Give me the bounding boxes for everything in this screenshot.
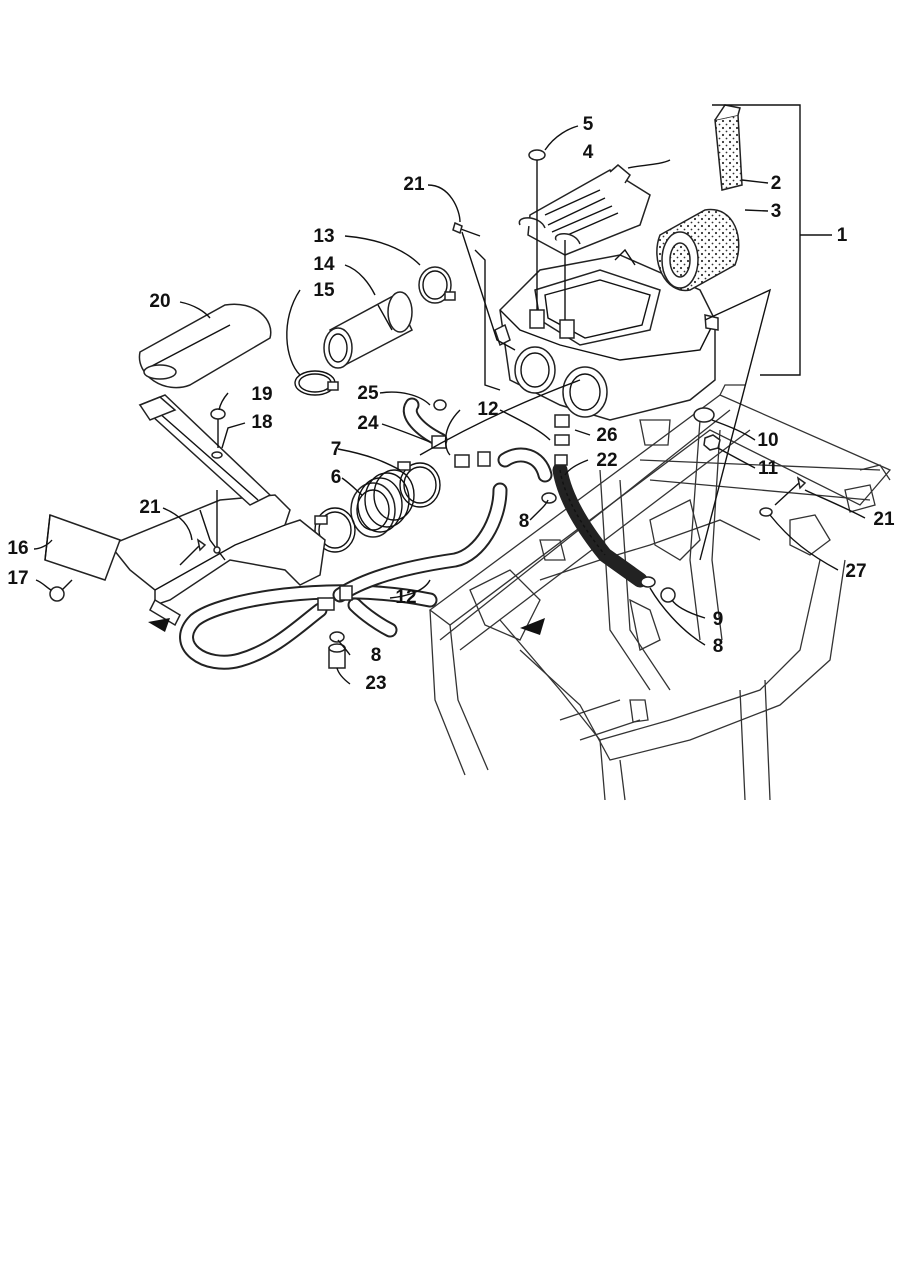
callout-23: 23 [365,673,386,694]
callout-26: 26 [596,425,617,446]
nut-11 [703,434,721,451]
callout-17: 17 [7,568,28,589]
clamp-8-b [329,631,345,643]
callout-4: 4 [583,142,594,163]
clamp-8-c [640,576,656,588]
rivet-hole [213,546,221,554]
bolt-21-b [179,538,207,566]
callout-12-b: 12 [395,587,416,608]
rivet-19 [210,408,226,448]
corrugated-hose-22 [552,462,648,588]
screw-5 [528,149,566,320]
hose-clamp-7b [314,507,356,553]
callout-21-b: 21 [139,497,161,518]
callout-22: 22 [596,450,617,471]
callout-16: 16 [7,538,28,559]
grommet-10 [693,407,715,423]
airbox-lid [518,164,651,256]
callout-9: 9 [713,609,724,630]
callout-8-c: 8 [713,636,724,657]
t-fitting [317,435,491,611]
callout-21-c: 21 [873,509,895,530]
leader-lines [33,104,866,685]
screw-17 [49,579,73,602]
callout-21-a: 21 [403,174,425,195]
inlet-boot [323,291,413,369]
bolt-21-a [452,221,481,237]
retainer-strap [138,394,272,506]
air-filter [656,208,740,292]
callout-6: 6 [331,467,342,488]
callout-15: 15 [313,280,335,301]
clamp-8-a [541,492,557,504]
vehicle-frame [428,384,892,801]
callout-24: 24 [357,413,379,434]
callout-2: 2 [771,173,782,194]
callout-20: 20 [149,291,170,312]
callout-27: 27 [845,561,866,582]
hose-clamp-7 [397,461,441,508]
callout-25: 25 [357,383,379,404]
airbox-assembly [494,248,719,421]
callout-8-b: 8 [371,645,382,666]
drain-hose-12 [179,447,553,670]
washer-27 [759,507,773,517]
intake-boot [350,469,415,538]
callout-3: 3 [771,201,782,222]
plug-23 [328,643,346,669]
callout-19: 19 [251,384,272,405]
callout-5: 5 [583,114,594,135]
callouts: 1 2 3 4 5 6 7 8 8 8 8 9 10 11 12 12 12 1… [7,114,895,694]
intake-duct [44,494,326,632]
callout-14: 14 [313,254,335,275]
hose-clamp-15 [294,370,339,396]
callout-1: 1 [837,225,848,246]
bolt-21-c [774,476,807,506]
callout-11: 11 [758,458,779,479]
callout-10: 10 [757,430,778,451]
callout-7: 7 [331,439,342,460]
callout-12-a: 12 [477,399,498,420]
filter-cover-element [714,104,743,191]
callout-18: 18 [251,412,272,433]
hose-clamp-13 [418,266,456,304]
clip-25 [433,399,447,411]
callout-8-a: 8 [519,511,530,532]
vent-hose-24 [402,397,448,448]
fitting-26 [554,414,570,466]
intake-pad [138,303,272,389]
check-valve-9 [660,587,676,603]
callout-13: 13 [313,226,334,247]
